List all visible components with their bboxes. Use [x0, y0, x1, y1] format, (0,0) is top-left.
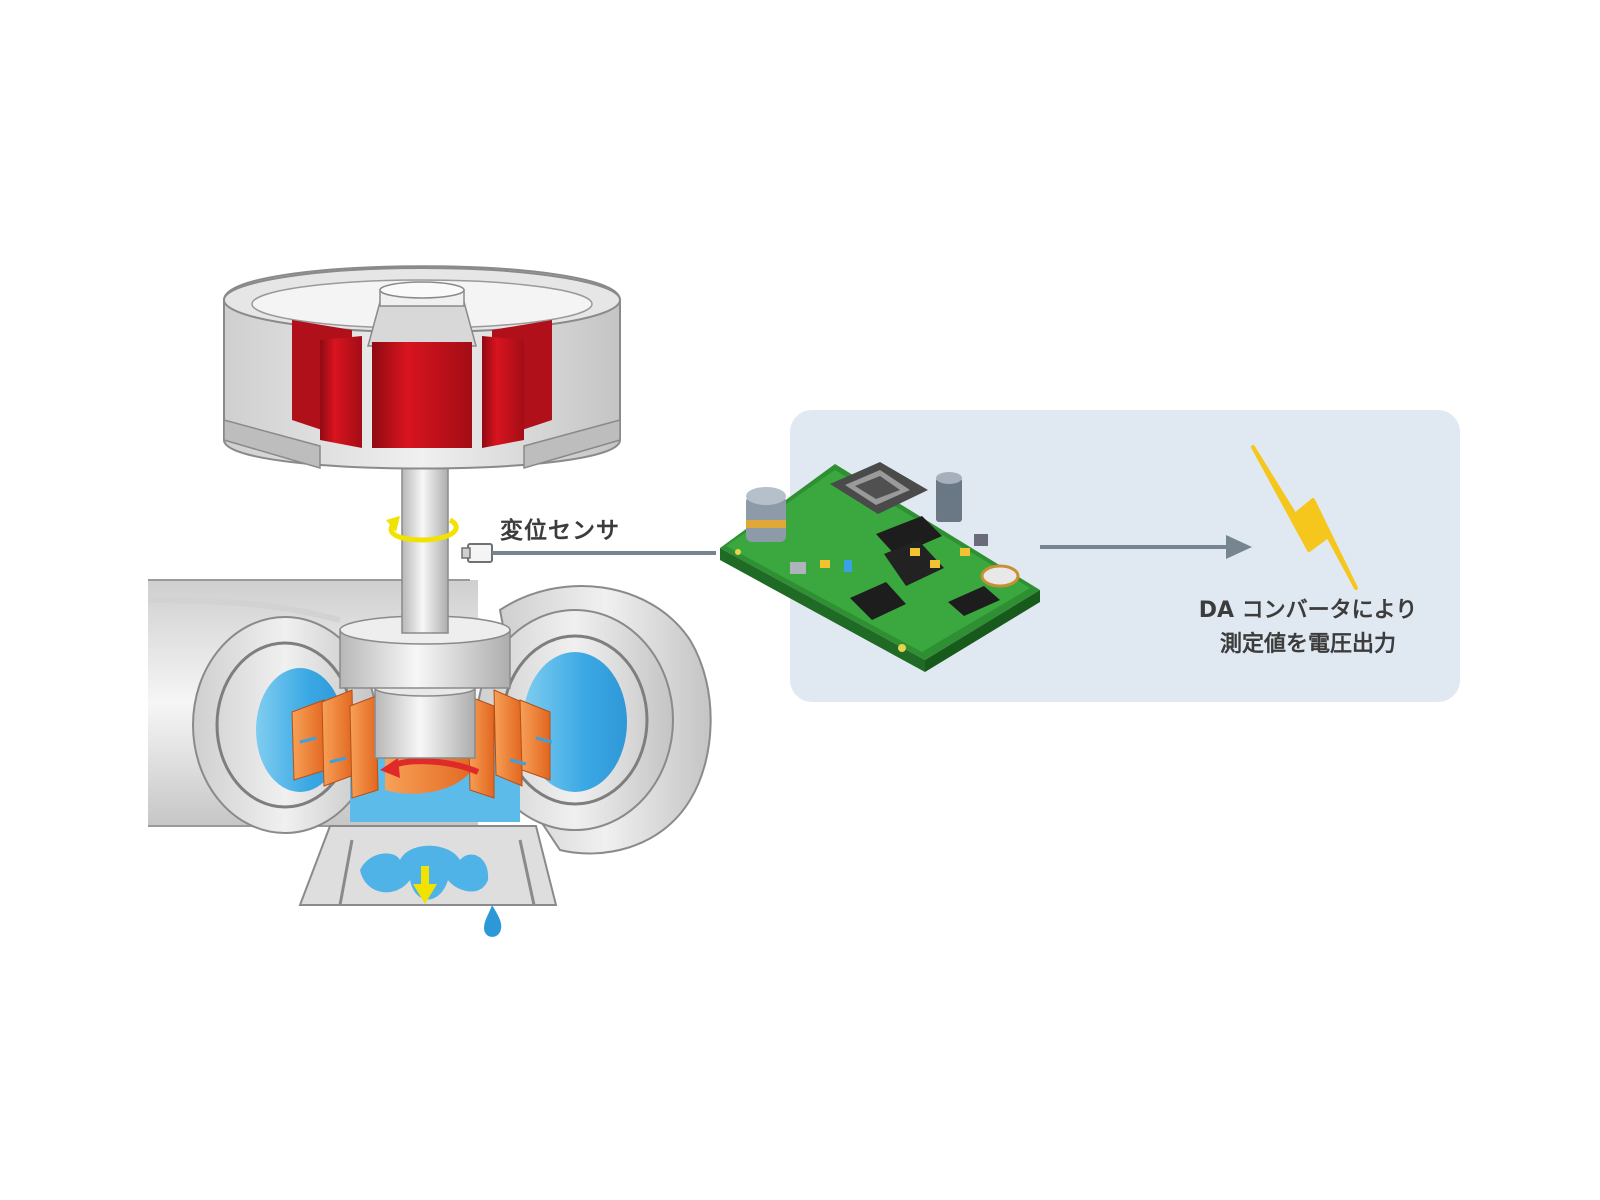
arrow-right-icon: [1040, 535, 1252, 559]
rotation-arrowhead-red: [380, 758, 400, 778]
output-caption: DA コンバータにより 測定値を電圧出力: [1178, 594, 1438, 662]
generator-rotor-icon: [223, 265, 621, 470]
lightning-icon: [1251, 445, 1358, 590]
output-caption-line-2: 測定値を電圧出力: [1219, 632, 1396, 657]
circuit-board-icon: [720, 462, 1040, 672]
displacement-sensor-icon: [461, 543, 493, 563]
output-caption-line-1: DA コンバータにより: [1198, 598, 1418, 623]
shaft-rotation-arrow-icon: [386, 516, 459, 543]
flow-down-arrow-icon: [413, 866, 437, 904]
turbine-shaft: [339, 447, 511, 759]
sensor-label: 変位センサ: [500, 518, 620, 544]
